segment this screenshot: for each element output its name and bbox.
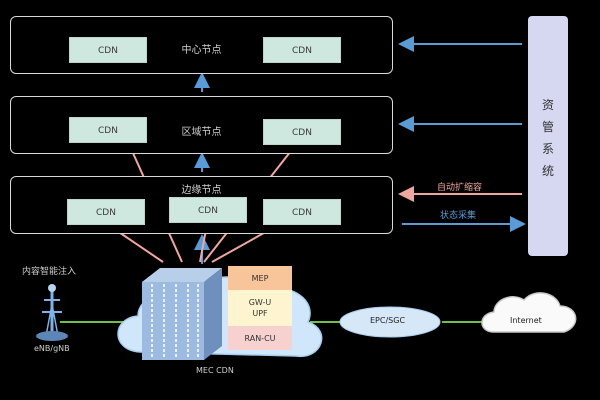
edge-cdn-3: CDN — [263, 199, 341, 225]
mgmt-char-4: 统 — [541, 164, 554, 178]
central-cdn-1: CDN — [69, 37, 147, 63]
epc-ellipse — [339, 306, 441, 338]
epc-label: EPC/SGC — [370, 316, 406, 325]
edge-node-label: 边缘节点 — [181, 185, 222, 196]
edge-cdn-2: CDN — [169, 197, 247, 223]
base-station-label: eNB/gNB — [34, 344, 70, 353]
server-rack-icon — [142, 268, 222, 360]
edge-node-tier: 边缘节点 CDN CDN CDN — [10, 176, 393, 234]
ran-cu-box: RAN-CU — [228, 326, 292, 350]
management-system-label: 资 管 系 统 — [528, 94, 568, 182]
regional-node-label: 区域节点 — [181, 127, 222, 138]
gwu-upf-box: GW-U UPF — [228, 290, 292, 326]
regional-cdn-2: CDN — [263, 119, 341, 145]
content-inject-label: 内容智能注入 — [22, 267, 77, 277]
regional-node-tier: 区域节点 CDN CDN — [10, 96, 393, 154]
auto-expand-label: 自动扩缩容 — [437, 183, 483, 193]
status-collect-label: 状态采集 — [440, 211, 477, 221]
mep-box: MEP — [228, 266, 292, 290]
mec-cdn-label: MEC CDN — [196, 366, 234, 375]
central-node-label: 中心节点 — [181, 45, 222, 56]
internet-cloud-shape — [481, 292, 577, 333]
internet-label: Internet — [510, 316, 542, 325]
base-station-icon — [36, 284, 68, 341]
mgmt-char-3: 系 — [541, 142, 554, 156]
mgmt-char-1: 资 — [541, 98, 554, 112]
regional-cdn-1: CDN — [69, 117, 147, 143]
edge-cdn-1: CDN — [67, 199, 145, 225]
management-system-box: 资 管 系 统 — [528, 16, 568, 256]
central-cdn-2: CDN — [263, 37, 341, 63]
central-node-tier: 中心节点 CDN CDN — [10, 16, 393, 74]
mgmt-char-2: 管 — [541, 120, 554, 134]
